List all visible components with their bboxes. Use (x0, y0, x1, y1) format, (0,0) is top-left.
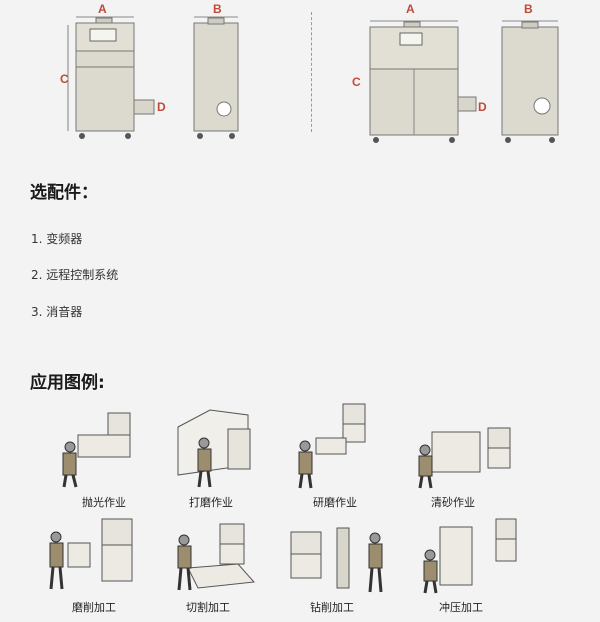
caption-grinding: 打磨作业 (189, 496, 233, 509)
dimension-c-label-2: C (352, 75, 361, 89)
dimension-a-label: A (98, 2, 107, 16)
applications-title: 应用图例: (30, 373, 105, 393)
dimension-b-label-2: B (524, 2, 533, 16)
application-illustration-milling (49, 518, 133, 590)
caption-abrasive: 研磨作业 (313, 496, 357, 509)
dimension-d-label: D (157, 100, 166, 114)
model1-side-view (193, 16, 239, 139)
model2-side-view (501, 20, 559, 143)
dimension-a-label-2: A (406, 2, 415, 16)
caption-stamping: 冲压加工 (439, 601, 483, 614)
caption-cutting: 切割加工 (186, 601, 230, 614)
caption-drilling: 钻削加工 (310, 601, 354, 614)
accessory-item-1: 1. 变频器 (31, 232, 83, 246)
dimension-d-label-2: D (478, 100, 487, 114)
caption-sandblasting: 清砂作业 (431, 496, 475, 509)
application-illustration-grinding-booth (177, 409, 251, 488)
application-illustration-sandblasting (418, 427, 511, 489)
accessory-item-2: 2. 远程控制系统 (31, 268, 119, 282)
divider (311, 12, 312, 132)
application-illustration-polishing (62, 412, 131, 488)
model2-front-view (369, 20, 477, 143)
model1-front-view (67, 16, 155, 139)
accessories-title: 选配件： (30, 183, 98, 203)
application-illustration-abrasive (298, 403, 366, 489)
application-illustration-cutting (177, 523, 256, 591)
caption-milling: 磨削加工 (72, 601, 116, 614)
application-illustration-stamping (423, 518, 517, 594)
dimension-b-label: B (213, 2, 222, 16)
accessory-item-3: 3. 消音器 (31, 305, 83, 319)
application-illustration-drilling (290, 527, 383, 593)
dimension-c-label: C (60, 72, 69, 86)
caption-polishing: 抛光作业 (82, 496, 126, 509)
